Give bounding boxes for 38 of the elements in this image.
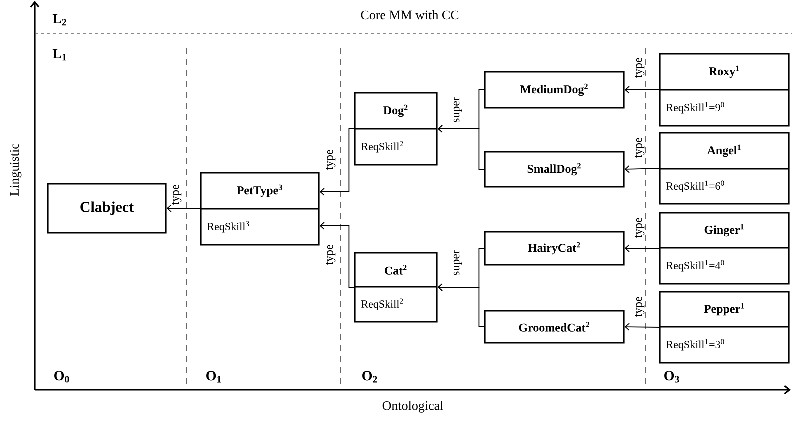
- arrow: [624, 244, 660, 252]
- arrow: [166, 204, 201, 213]
- class-box: Cat$^{2}$ ReqSkill$^{2}$: [354, 252, 438, 323]
- edge-label: super: [453, 250, 463, 276]
- edge-label: type: [634, 217, 646, 239]
- class-box: HairyCat$^{2}$: [484, 231, 625, 266]
- arrow: [320, 128, 355, 196]
- class-box: GroomedCat$^{2}$: [484, 310, 625, 344]
- arrow: [624, 323, 660, 332]
- class-box: PetType$^{3}$ ReqSkill$^{3}$: [200, 172, 320, 246]
- arrow: [624, 165, 660, 174]
- arrow: [624, 86, 660, 94]
- edge-label: type: [326, 149, 336, 171]
- class-box: Clabject: [47, 183, 167, 234]
- edge-label: type: [634, 57, 646, 79]
- level-label: O$_{2}$: [362, 371, 378, 383]
- edge-label: type: [634, 296, 646, 318]
- edge-label: super: [453, 96, 463, 124]
- edge-label: type: [326, 244, 336, 266]
- arrow: [320, 222, 355, 288]
- class-box: MediumDog$^{2}$: [484, 71, 625, 109]
- class-box: Pepper$^{1}$ ReqSkill$^{1}$=3$^{0}$: [659, 291, 790, 364]
- arrow: [438, 284, 485, 328]
- level-label: L$_{1}$: [52, 49, 66, 61]
- edge-label: type: [172, 184, 182, 206]
- title: Core MM with CC: [361, 10, 459, 20]
- class-box: SmallDog$^{2}$: [484, 151, 625, 188]
- level-label: O$_{0}$: [54, 371, 70, 383]
- class-box: Ginger$^{1}$ ReqSkill$^{1}$=4$^{0}$: [659, 212, 790, 285]
- arrow: [438, 125, 485, 170]
- axis-label: Ontological: [382, 401, 444, 413]
- level-label: L$_{2}$: [52, 14, 66, 26]
- level-label: O$_{1}$: [206, 371, 222, 383]
- axis-label: Linguistic: [10, 144, 22, 196]
- edge-label: type: [634, 137, 646, 159]
- class-box: Angel$^{1}$ ReqSkill$^{1}$=6$^{0}$: [659, 132, 790, 205]
- class-box: Dog$^{2}$ ReqSkill$^{2}$: [354, 92, 438, 166]
- class-box: Roxy$^{1}$ ReqSkill$^{1}$=9$^{0}$: [659, 53, 790, 127]
